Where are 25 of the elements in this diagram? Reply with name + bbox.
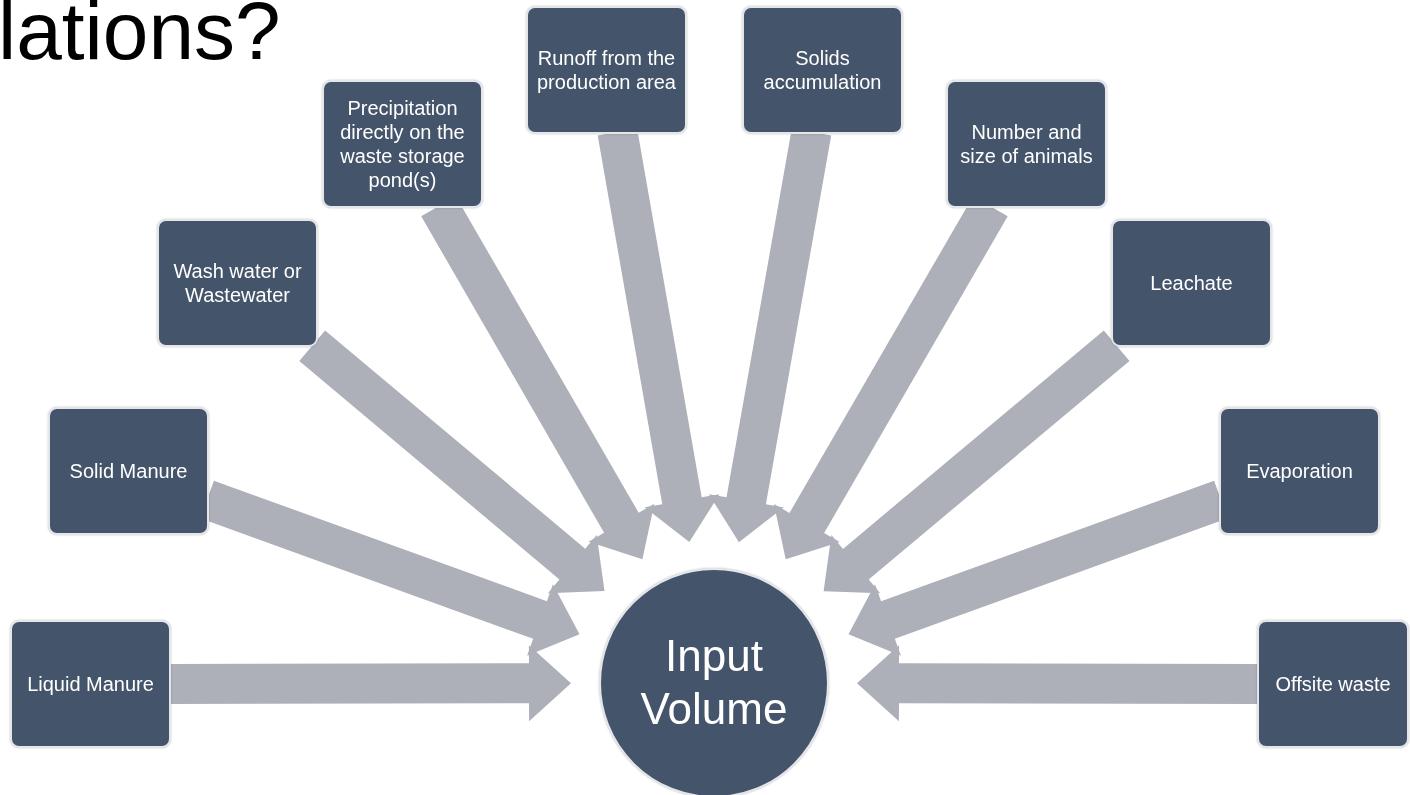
node-label: Number and size of animals <box>959 120 1094 168</box>
process-box <box>10 620 171 748</box>
process-box <box>1111 219 1272 347</box>
process-box <box>946 80 1107 208</box>
process-box <box>48 407 209 535</box>
block-arrow <box>857 645 1259 722</box>
node-label: Solids accumulation <box>762 46 883 94</box>
process-box <box>157 219 318 347</box>
process-box <box>322 80 483 208</box>
process-box <box>1219 407 1380 535</box>
node-label: Runoff from the production area <box>536 46 677 94</box>
node-label: Input Volume <box>639 630 789 735</box>
node-label: Leachate <box>1149 271 1234 295</box>
process-box <box>1257 620 1409 748</box>
node-label: Evaporation <box>1245 459 1354 483</box>
node-label: Wash water or Wastewater <box>172 259 303 307</box>
node-label: Offsite waste <box>1274 672 1392 696</box>
node-label: Solid Manure <box>68 459 189 483</box>
process-box <box>742 6 903 134</box>
block-arrow <box>169 645 571 722</box>
node-label: Precipitation directly on the waste storage pond(s) <box>339 96 466 192</box>
process-box <box>526 6 687 134</box>
block-arrow <box>299 330 605 594</box>
block-arrow <box>823 330 1130 594</box>
node-label: Liquid Manure <box>26 672 155 696</box>
